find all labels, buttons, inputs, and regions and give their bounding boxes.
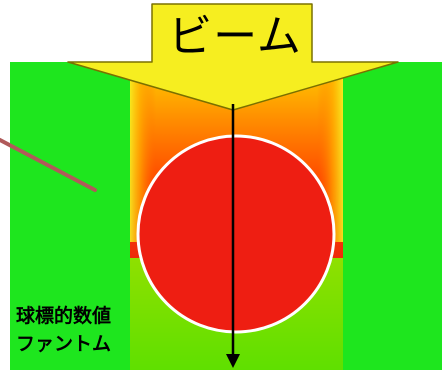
pointer-line xyxy=(0,138,97,192)
center-axis-arrowhead xyxy=(226,354,240,368)
beam-arrow xyxy=(67,3,399,111)
sphere-target xyxy=(136,134,336,334)
beam-label: ビーム xyxy=(168,11,302,62)
phantom-label: 球標的数値 ファントム xyxy=(16,302,196,358)
phantom-label-line-1: 球標的数値 xyxy=(16,305,112,327)
phantom-label-line-2: ファントム xyxy=(16,333,112,355)
